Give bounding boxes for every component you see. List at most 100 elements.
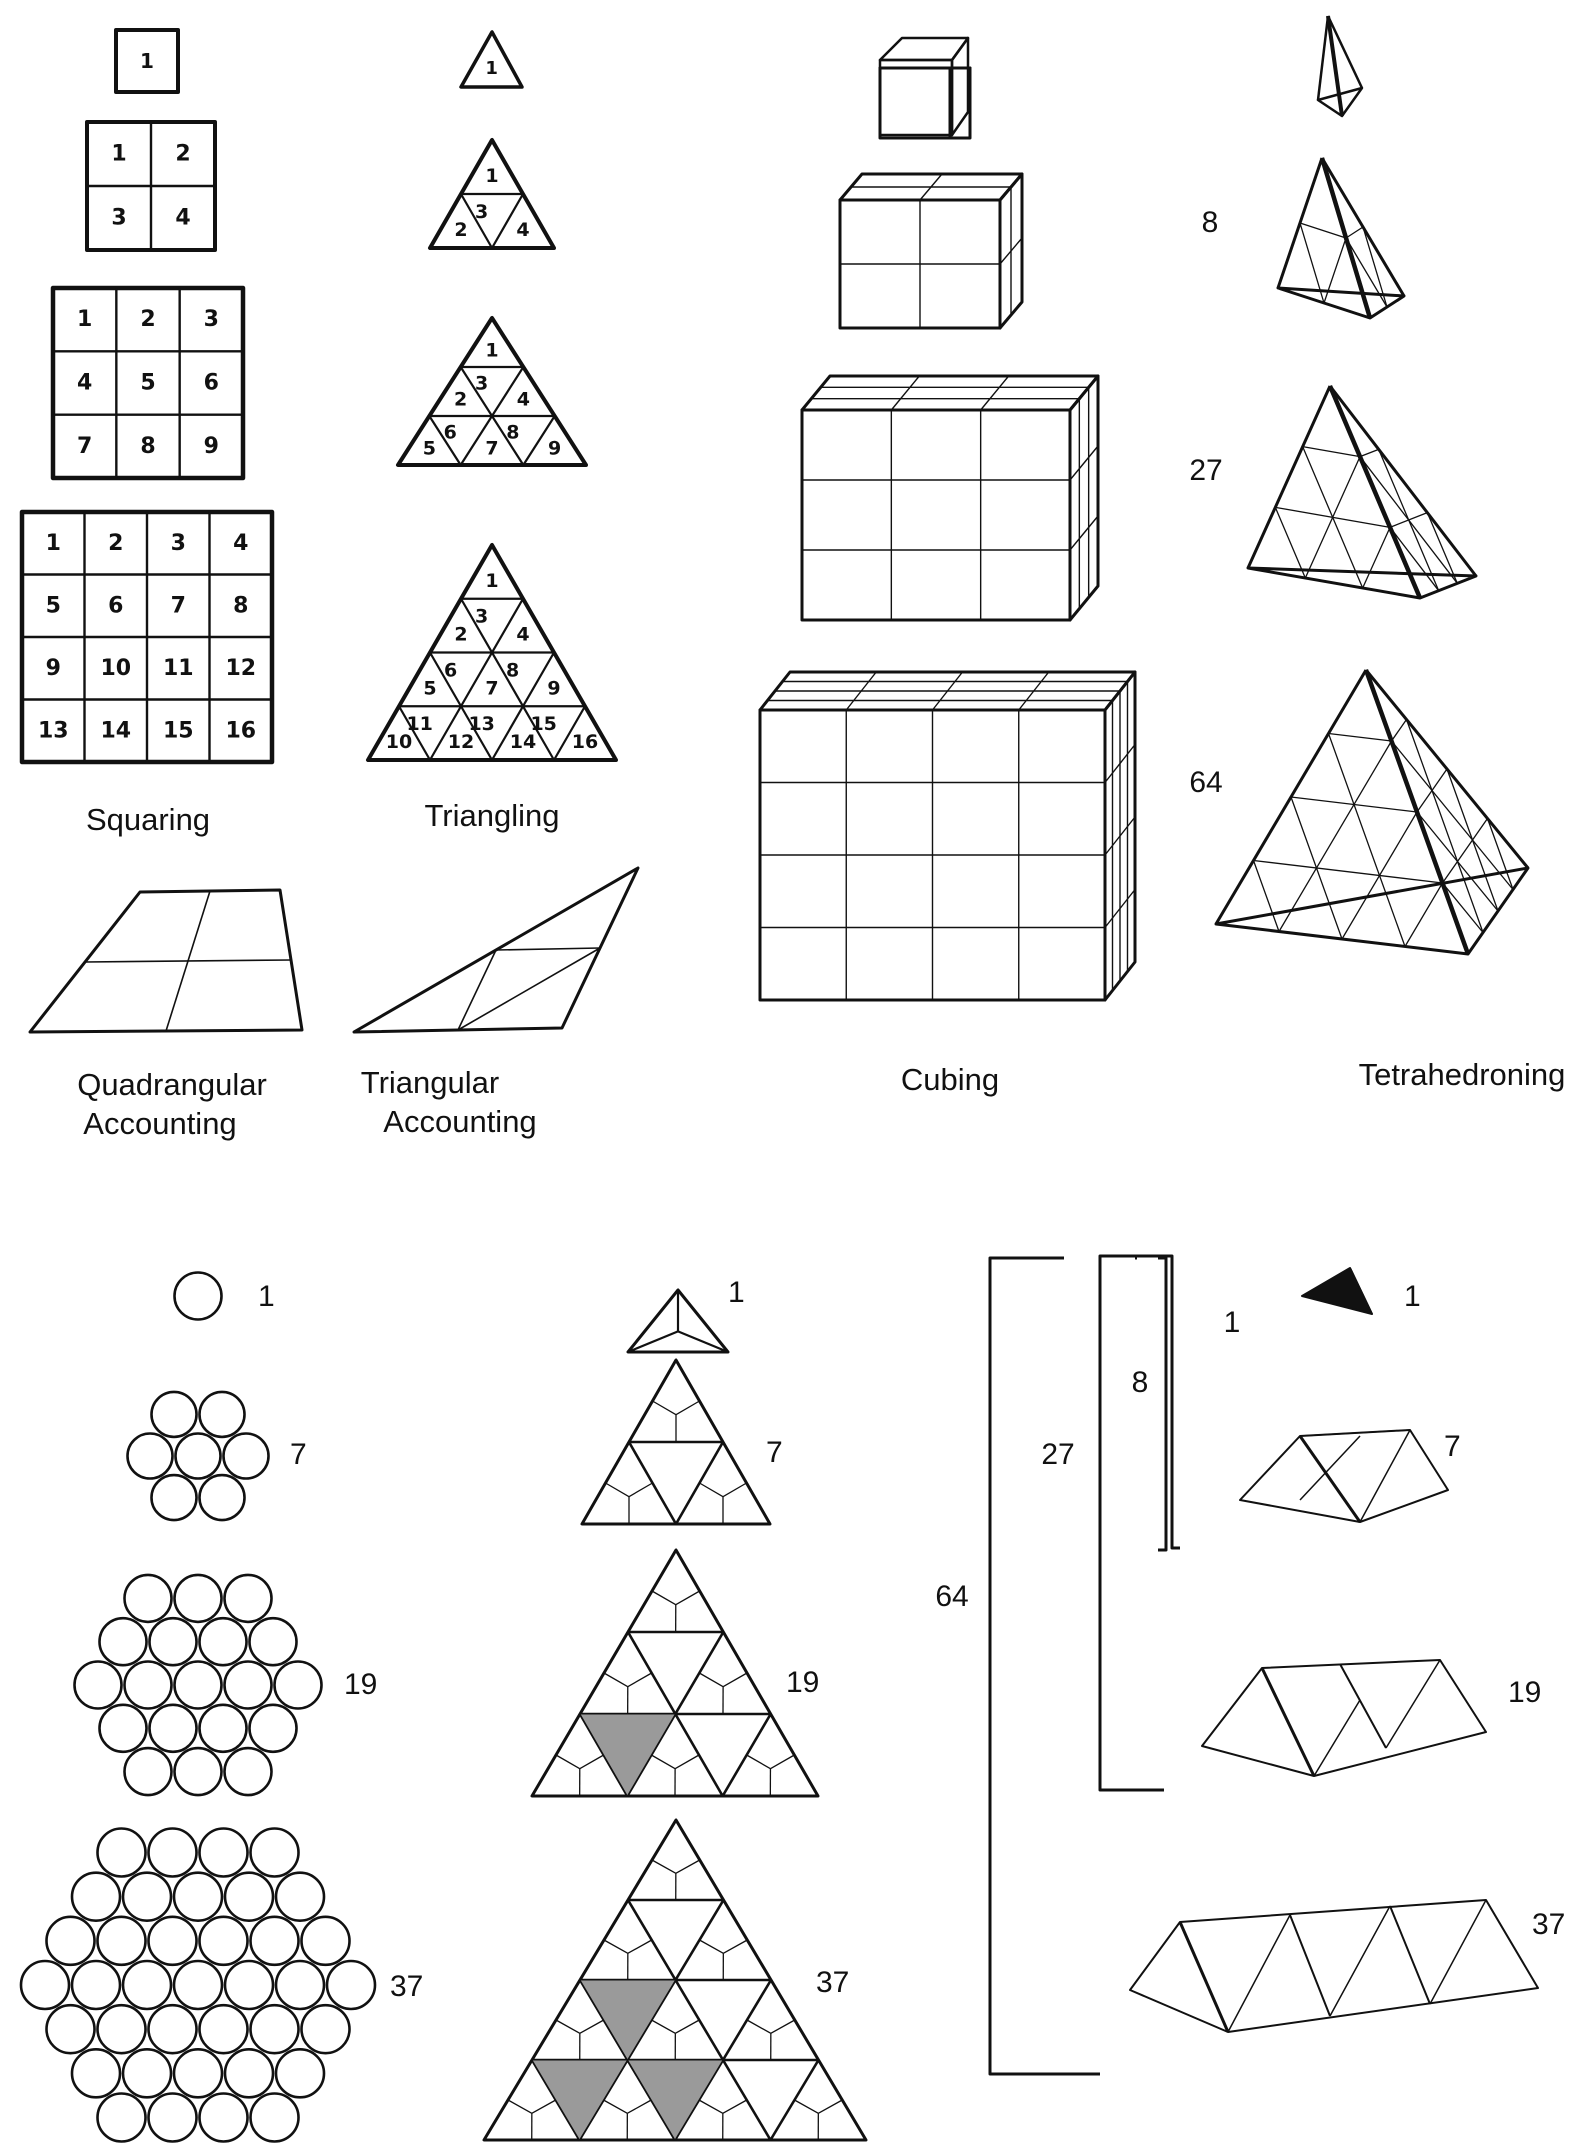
tetra-grid-line — [1378, 449, 1440, 591]
tetra-grid-line — [1441, 882, 1484, 933]
sphere — [223, 1573, 273, 1624]
triangle-cell-number: 8 — [506, 421, 519, 443]
ve-shaded-cell — [627, 2059, 724, 2141]
cube-grid-line — [1104, 889, 1136, 928]
cube-side-face — [1068, 374, 1100, 622]
cube-grid-line — [999, 237, 1023, 265]
sphere — [223, 2048, 275, 2099]
square-cell-number: 6 — [204, 371, 219, 396]
tetra-front-edge — [1326, 15, 1344, 117]
layer-37-edge — [1289, 1914, 1331, 2017]
ve-strut — [674, 1754, 700, 1770]
ve-strut — [605, 1482, 630, 1498]
layer-count-7: 7 — [1444, 1430, 1461, 1463]
sphere — [249, 1827, 300, 1878]
ve-outline — [626, 1288, 730, 1354]
tetra-edge — [1328, 385, 1478, 577]
ve-line — [627, 1330, 679, 1354]
ve-strut — [675, 1859, 701, 1874]
sphere — [198, 1473, 246, 1522]
tetra-grid-line — [1390, 740, 1514, 890]
square-cell-number: 12 — [225, 656, 256, 681]
triangle-grid-line — [460, 193, 493, 249]
layer-37-edge — [1329, 1905, 1391, 2017]
quadrangular-divider — [165, 890, 211, 1032]
triangular-caption-line1: Triangular — [361, 1065, 499, 1100]
sphere-count-7: 7 — [290, 1438, 307, 1471]
sphere — [147, 2092, 198, 2143]
square-cell-number: 2 — [140, 307, 155, 332]
square-cell-number: 3 — [111, 206, 126, 231]
sphere — [121, 1959, 173, 2011]
ve-strut — [675, 1590, 700, 1606]
tetra-grid-line — [1253, 859, 1443, 884]
tetra-edge — [1326, 15, 1364, 89]
tetra-edge — [1316, 15, 1330, 101]
sphere — [173, 1746, 223, 1797]
square-cell-number: 3 — [171, 531, 186, 556]
sphere — [148, 1703, 198, 1754]
triangle-grid-line — [553, 705, 586, 761]
triangle-cell-number: 3 — [475, 606, 488, 628]
ve-strut — [651, 1590, 677, 1606]
quadrangular-caption-line2: Accounting — [83, 1106, 236, 1141]
sphere — [19, 1959, 71, 2011]
triangle-cell-number: 2 — [454, 389, 467, 411]
square-cell-number: 10 — [100, 656, 131, 681]
square-cell-number: 1 — [140, 49, 154, 73]
triangle-cell-number: 9 — [547, 677, 560, 699]
square-cell-number: 16 — [225, 718, 256, 743]
ve-strut — [531, 2099, 557, 2114]
triangle-cell-number: 9 — [548, 438, 561, 460]
tetra-count-8: 8 — [1202, 206, 1219, 239]
sphere — [198, 1390, 246, 1439]
layer-count-19: 19 — [1508, 1676, 1541, 1709]
layer-19-outline — [1201, 1659, 1487, 1777]
layer-count-1: 1 — [1404, 1280, 1421, 1313]
triangle-cell-number: 3 — [475, 201, 488, 223]
sphere — [198, 2092, 249, 2143]
layer-37-edge — [1227, 1914, 1291, 2033]
triangle-cell-number: 14 — [510, 731, 536, 753]
triangle-cell-number: 2 — [454, 219, 467, 241]
triangular-caption-line2: Accounting — [383, 1104, 536, 1139]
tetra-grid-line — [1359, 448, 1379, 458]
triangle-cell-number: 4 — [516, 219, 529, 241]
sphere — [150, 1390, 198, 1439]
tetra-front-edge — [1327, 385, 1423, 599]
sphere — [96, 1915, 147, 1967]
triangular-divider — [495, 947, 601, 951]
triangle-cell-number: 1 — [485, 58, 498, 79]
tetra-count-64: 64 — [1189, 766, 1222, 799]
triangle-cell-number: 6 — [444, 659, 457, 681]
ve-shaded-cell — [579, 1713, 676, 1797]
square-cell-number: 4 — [77, 371, 92, 396]
cube-grid-line — [1069, 515, 1099, 551]
sphere — [248, 1616, 298, 1667]
tetra-grid-line — [1389, 526, 1440, 592]
triangle-cell-number: 1 — [485, 340, 498, 362]
sphere — [248, 1703, 298, 1754]
sphere — [274, 2048, 326, 2099]
ve-strut — [698, 2099, 724, 2114]
square-cell-number: 4 — [175, 206, 190, 231]
triangle-grid-line — [398, 705, 431, 761]
triangle-cell-number: 8 — [506, 659, 519, 681]
cube-top-face — [800, 374, 1100, 412]
squaring-caption: Squaring — [86, 802, 210, 837]
ve-strut — [603, 2099, 628, 2114]
triangle-grid-line — [429, 598, 524, 761]
tetra-outline — [1246, 566, 1478, 600]
ve-shaded-cell — [531, 2059, 628, 2141]
sphere — [300, 1915, 351, 1967]
ve-strut — [579, 2019, 605, 2034]
ve-strut — [722, 1672, 748, 1688]
tetra-grid-line — [1390, 719, 1408, 742]
layer-7-outline — [1239, 1429, 1449, 1523]
triangle-cell-number: 15 — [530, 713, 556, 735]
sphere — [274, 1959, 326, 2011]
triangle-grid-line — [428, 415, 462, 466]
tetra-grid-line — [1302, 446, 1361, 458]
sphere — [222, 1432, 270, 1480]
